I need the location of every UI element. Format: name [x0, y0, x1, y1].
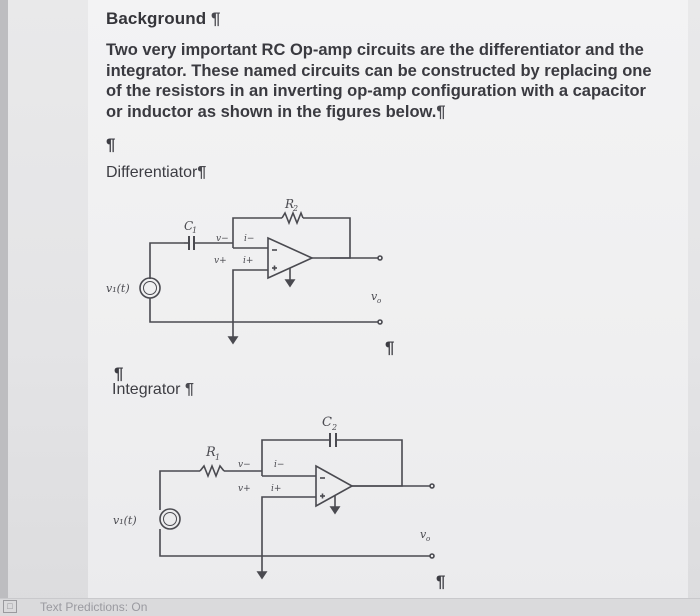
c2-label: C [322, 415, 332, 430]
document-status-icon[interactable]: □ [3, 600, 17, 613]
resistor-r1 [199, 463, 225, 479]
document-page[interactable] [88, 0, 688, 600]
differentiator-label: Differentiator [106, 164, 198, 181]
wire-left-top-2 [159, 470, 200, 510]
source-differentiator [139, 277, 161, 299]
c2-sub: 2 [331, 423, 337, 432]
integrator-heading: Integrator ¶ [112, 381, 194, 399]
section-heading: Background ¶ [106, 9, 221, 29]
wire-left-top [149, 242, 184, 279]
output-sub: o [377, 297, 381, 305]
heading-text: Background [106, 9, 207, 28]
i-minus-label-2: i− [274, 460, 284, 470]
v-minus-label-2: v− [238, 460, 251, 470]
output-label: v [371, 290, 378, 303]
c1-label: C [184, 219, 193, 233]
paragraph-text: Two very important RC Op-amp circuits ar… [106, 41, 652, 121]
resistor-r2 [281, 210, 304, 226]
integrator-label: Integrator [112, 381, 181, 398]
paragraph-mark-right: ¶ [436, 572, 446, 591]
c1-sub: 1 [192, 226, 197, 235]
source-label: v₁(t) [106, 282, 130, 295]
differentiator-heading: Differentiator¶ [106, 164, 206, 182]
v-plus-label-2: v+ [238, 484, 251, 494]
output-label-2: v [420, 528, 427, 541]
r1-sub: 1 [215, 453, 220, 462]
i-plus-label: i+ [243, 256, 253, 266]
op-amp-integrator [315, 464, 354, 508]
v-minus-label: v− [216, 234, 229, 244]
pilcrow-mark: ¶ [184, 381, 194, 398]
paragraph-mark-right: ¶ [385, 338, 395, 357]
source-label-2: v₁(t) [113, 514, 137, 527]
v-plus-label: v+ [214, 256, 227, 266]
text-predictions-status[interactable]: Text Predictions: On [40, 600, 148, 614]
i-minus-label: i− [244, 234, 254, 244]
status-bar [0, 598, 700, 616]
body-paragraph[interactable]: Two very important RC Op-amp circuits ar… [106, 40, 666, 122]
empty-paragraph-mark: ¶ [114, 364, 124, 383]
source-integrator [159, 508, 181, 530]
window-left-edge [0, 0, 8, 615]
i-plus-label-2: i+ [271, 484, 281, 494]
pilcrow-mark: ¶ [197, 164, 207, 181]
pilcrow-mark: ¶ [211, 9, 221, 28]
pilcrow-mark: ¶ [436, 102, 446, 121]
empty-paragraph-mark: ¶ [106, 135, 116, 154]
r1-label: R [205, 445, 216, 460]
output-sub-2: o [426, 535, 430, 543]
r2-sub: 2 [292, 204, 298, 213]
r2-label: R [284, 197, 294, 211]
